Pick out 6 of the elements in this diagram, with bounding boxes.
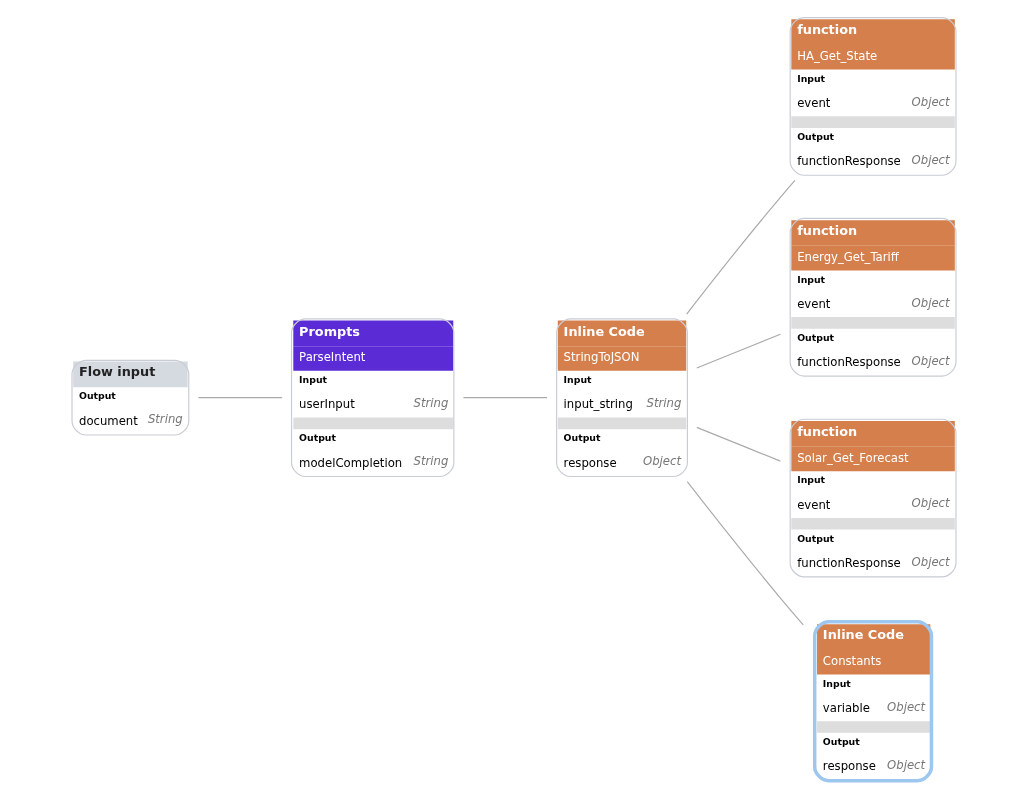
connector <box>197 397 283 399</box>
connector <box>696 426 781 462</box>
connector <box>686 481 804 626</box>
connector <box>696 333 781 369</box>
connector <box>686 179 796 315</box>
connector <box>462 397 548 399</box>
